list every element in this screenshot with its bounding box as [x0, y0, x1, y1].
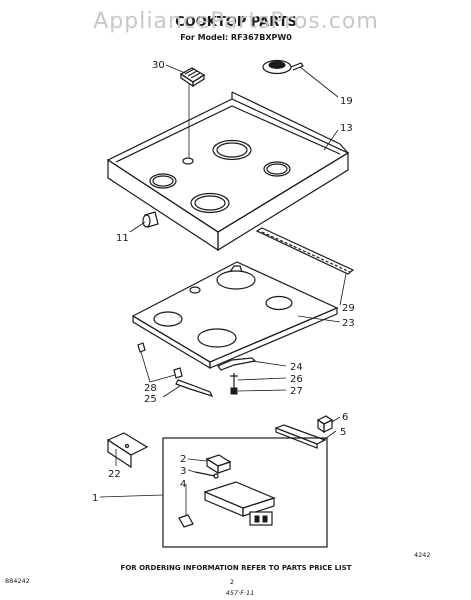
watermark: AppliancePartsPros.com — [93, 9, 379, 34]
part-19-burner — [262, 59, 304, 75]
callout-6: 6 — [342, 412, 348, 423]
callout-19: 19 — [340, 96, 353, 107]
part-5-bracket — [274, 424, 327, 449]
part-4-infinite-switch — [178, 481, 276, 528]
page-title: COOKTOP PARTS — [175, 15, 297, 30]
part-30-square-pad — [179, 67, 206, 88]
callout-4: 4 — [180, 479, 186, 490]
part-2-switch — [205, 454, 232, 475]
part-1-assembly-box — [162, 437, 328, 548]
page-number: 2 — [230, 578, 234, 586]
part-23-burner-box — [131, 261, 339, 370]
part-26-screw — [230, 373, 238, 388]
callout-13: 13 — [340, 123, 353, 134]
callout-23: 23 — [342, 318, 355, 329]
part-27-nut — [230, 387, 238, 395]
model-subtitle: For Model: RF367BXPW0 — [180, 33, 292, 42]
callout-2: 2 — [180, 454, 186, 465]
handwritten-note: 457·F·11 — [226, 589, 255, 597]
callout-22: 22 — [108, 469, 121, 480]
callout-25: 25 — [144, 394, 157, 405]
cooktop-burner-openings — [149, 139, 291, 214]
cooktop-top — [106, 91, 350, 252]
callout-1: 1 — [92, 493, 98, 504]
part-24-bracket — [217, 357, 257, 371]
callout-5: 5 — [340, 427, 346, 438]
callout-24: 24 — [290, 362, 303, 373]
callout-30: 30 — [152, 60, 165, 71]
part-28-clips — [137, 342, 183, 379]
callout-labels: 30 19 13 11 29 23 24 26 27 28 25 6 5 22 … — [92, 60, 355, 504]
ordering-notice: FOR ORDERING INFORMATION REFER TO PARTS … — [121, 564, 352, 572]
document-code: 884242 — [5, 577, 30, 585]
part-22-bracket — [106, 432, 149, 469]
part-6-clip — [316, 415, 334, 434]
callout-27: 27 — [290, 386, 303, 397]
part-29-strip — [255, 227, 355, 275]
callout-3: 3 — [180, 466, 186, 477]
figure-code: 4242 — [414, 551, 431, 559]
part-11-knob — [142, 211, 159, 228]
leader-lines — [99, 64, 347, 516]
callout-29: 29 — [342, 303, 355, 314]
callout-28: 28 — [144, 383, 157, 394]
callout-11: 11 — [116, 233, 129, 244]
callout-26: 26 — [290, 374, 303, 385]
part-3-terminal — [194, 471, 219, 479]
part-25-bracket — [175, 379, 214, 398]
